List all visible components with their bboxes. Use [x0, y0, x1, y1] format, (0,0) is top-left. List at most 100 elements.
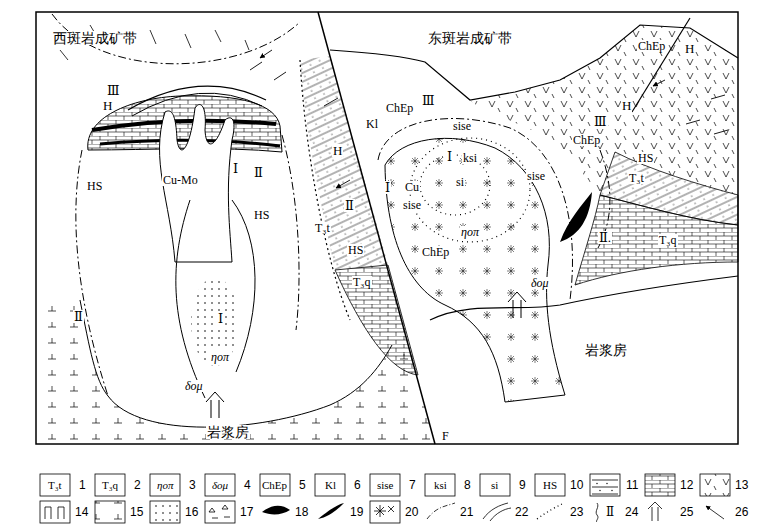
map-label: Ⅲ	[593, 115, 608, 128]
geologic-line	[632, 18, 690, 112]
map-label: δoμ	[184, 380, 204, 392]
legend-number: 23	[569, 506, 584, 518]
map-label: T₃t	[314, 222, 331, 234]
map-label: ηoπ	[210, 351, 230, 363]
geologic-line	[374, 505, 394, 517]
map-label: Ⅱ	[344, 199, 355, 212]
geologic-line	[483, 503, 511, 521]
map-label: 西斑岩成矿带	[52, 31, 138, 45]
map-label: si	[455, 176, 465, 188]
map-symbol	[40, 501, 724, 523]
legend-swatch	[260, 474, 290, 496]
geologic-line	[378, 118, 573, 300]
map-label: Cu	[404, 181, 420, 193]
geologic-line	[160, 104, 235, 262]
geologic-line	[575, 195, 738, 285]
geologic-line	[250, 50, 286, 80]
legend-code: ηoπ	[156, 480, 174, 491]
map-symbol	[611, 490, 612, 491]
legend-swatch	[150, 501, 180, 523]
geologic-line	[209, 505, 230, 518]
legend-swatch	[205, 501, 235, 523]
legend-number: 17	[239, 506, 254, 518]
legend-number: 26	[734, 506, 749, 518]
geologic-line	[430, 276, 738, 320]
geologic-line	[653, 80, 728, 134]
legend-swatch	[425, 474, 455, 496]
legend-number: 7	[408, 479, 417, 491]
map-label: 岩浆房	[584, 343, 628, 357]
geologic-line	[206, 392, 224, 418]
map-symbol	[599, 490, 600, 491]
legend-number: 11	[625, 479, 639, 491]
legend-swatch	[645, 474, 675, 496]
geologic-line	[300, 60, 350, 320]
geologic-line	[335, 265, 418, 375]
legend-number: 18	[294, 506, 309, 518]
legend-swatch	[150, 474, 180, 496]
legend-number: 8	[463, 479, 472, 491]
map-label: δoμ	[530, 277, 550, 289]
geologic-line	[648, 502, 662, 521]
legend-number: 22	[514, 506, 529, 518]
map-label: HS	[637, 152, 654, 164]
legend-number: 1	[78, 479, 87, 491]
legend-number: 3	[188, 479, 197, 491]
legend-swatch	[315, 474, 345, 496]
map-label: ChEp	[421, 246, 450, 258]
legend-number: 6	[353, 479, 362, 491]
map-label: 岩浆房	[206, 425, 250, 439]
legend-swatch	[700, 474, 730, 496]
legend-code: ChEp	[261, 480, 288, 491]
legend-swatch	[205, 474, 235, 496]
legend-code: Kl	[324, 480, 337, 491]
map-label: Cu-Mo	[162, 174, 199, 186]
legend-number: 9	[518, 479, 527, 491]
legend-code: ksi	[433, 480, 448, 491]
map-symbol	[596, 483, 597, 484]
map-label: ChEp	[572, 134, 601, 146]
map-symbol	[606, 483, 607, 484]
map-symbol	[410, 138, 530, 242]
map-label: Ⅱ	[253, 166, 264, 179]
map-label: F	[441, 430, 450, 442]
legend-swatch	[535, 474, 565, 496]
geologic-line	[76, 150, 108, 396]
geologic-line	[560, 192, 592, 242]
map-label: Ⅰ	[232, 162, 239, 175]
map-label: H	[332, 144, 343, 157]
map-label: Ⅲ	[106, 84, 121, 97]
geologic-line	[324, 98, 350, 188]
legend-number: 12	[679, 479, 694, 491]
legend-swatch	[370, 501, 400, 523]
map-label: Ⅱ.	[598, 231, 612, 244]
legend-code: sise	[376, 480, 395, 491]
legend-number: 2	[133, 479, 142, 491]
map-label: HS	[253, 209, 270, 221]
map-label: T₃q	[658, 234, 678, 246]
map-label: Ⅰ	[384, 181, 391, 194]
legend-code: si	[490, 480, 499, 491]
legend-number: 4	[243, 479, 252, 491]
legend-swatch	[40, 501, 70, 523]
legend-code: HS	[542, 480, 558, 491]
map-label: Ⅰ	[217, 312, 224, 325]
map-label: ksi	[462, 152, 478, 164]
map-label: H	[102, 99, 113, 112]
legend-swatch	[40, 474, 70, 496]
legend-code: T₃q	[101, 480, 119, 491]
map-label: Kl	[365, 118, 379, 130]
geologic-line	[232, 200, 255, 372]
map-label: sise	[402, 199, 422, 211]
geologic-line	[508, 292, 526, 318]
map-label: H	[621, 99, 632, 112]
map-label: T₃t	[628, 172, 645, 184]
legend-swatch	[36, 12, 738, 444]
legend-swatch	[370, 474, 400, 496]
geologic-line	[300, 56, 388, 270]
geologic-line	[45, 507, 64, 519]
geologic-line	[427, 503, 455, 519]
map-label: ChEp	[385, 102, 414, 114]
